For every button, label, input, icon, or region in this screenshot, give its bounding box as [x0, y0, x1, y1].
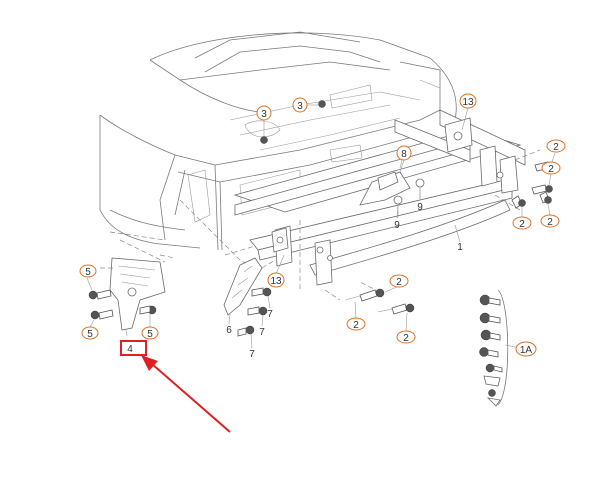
callout-4-highlight[interactable]: 4 — [120, 340, 147, 356]
vehicle-body-outline — [99, 31, 457, 271]
callout-3b: 3 — [292, 97, 308, 113]
leader-lines — [86, 104, 556, 349]
callout-label: 5 — [87, 329, 93, 340]
callout-2c: 2 — [512, 216, 532, 230]
callout-7c: 7 — [249, 349, 255, 360]
callout-1A: 1A — [515, 341, 537, 357]
callout-2g: 2 — [396, 330, 416, 344]
hardware-kit-1a — [479, 289, 521, 407]
callout-label: 2 — [553, 142, 559, 153]
callout-label: 7 — [249, 349, 255, 360]
callout-label: 7 — [259, 327, 265, 338]
callout-9a: 9 — [417, 202, 423, 213]
callout-label: 1A — [520, 345, 533, 356]
callout-label: 13 — [270, 276, 282, 287]
callout-5b: 5 — [81, 326, 99, 340]
bumper-carrier — [233, 109, 541, 301]
nut-icon — [260, 136, 268, 144]
callout-6: 6 — [226, 325, 232, 336]
callout-label: 2 — [547, 217, 553, 228]
middle-guide-bracket — [223, 257, 276, 337]
callout-2a: 2 — [546, 139, 566, 153]
callout-label: 7 — [267, 309, 273, 320]
callout-5c: 5 — [141, 326, 159, 340]
callout-label: 13 — [462, 97, 474, 108]
callout-label: 2 — [396, 277, 402, 288]
pointer-arrow — [141, 355, 231, 433]
callout-label: 3 — [261, 109, 267, 120]
callout-label: 8 — [401, 149, 407, 160]
callout-label: 2 — [403, 333, 409, 344]
nut-icon — [318, 100, 326, 108]
center-bracket — [359, 159, 425, 218]
callout-label: 5 — [147, 329, 153, 340]
callout-3a: 3 — [256, 105, 272, 121]
callout-2d: 2 — [540, 214, 560, 228]
callout-label: 2 — [353, 320, 359, 331]
callout-13a: 13 — [459, 93, 477, 109]
callout-5a: 5 — [79, 264, 97, 278]
left-guide-bracket — [88, 239, 166, 331]
callout-8: 8 — [396, 145, 412, 161]
callout-label: 3 — [297, 101, 303, 112]
callout-label: 5 — [85, 267, 91, 278]
callout-9b: 9 — [394, 220, 400, 231]
callout-7a: 7 — [267, 309, 273, 320]
callout-2f: 2 — [346, 317, 366, 331]
callout-label: 6 — [226, 325, 232, 336]
callout-label: 9 — [394, 220, 400, 231]
callout-13b: 13 — [267, 272, 285, 288]
arrowhead-icon — [141, 355, 158, 371]
callout-label: 2 — [548, 164, 554, 175]
callout-label: 9 — [417, 202, 423, 213]
callout-label: 2 — [519, 219, 525, 230]
callout-2e: 2 — [389, 274, 409, 288]
callout-1: 1 — [457, 242, 463, 253]
callout-7b: 7 — [259, 327, 265, 338]
callout-label: 4 — [127, 344, 133, 355]
callout-label: 1 — [457, 242, 463, 253]
callout-2b: 2 — [541, 161, 561, 175]
